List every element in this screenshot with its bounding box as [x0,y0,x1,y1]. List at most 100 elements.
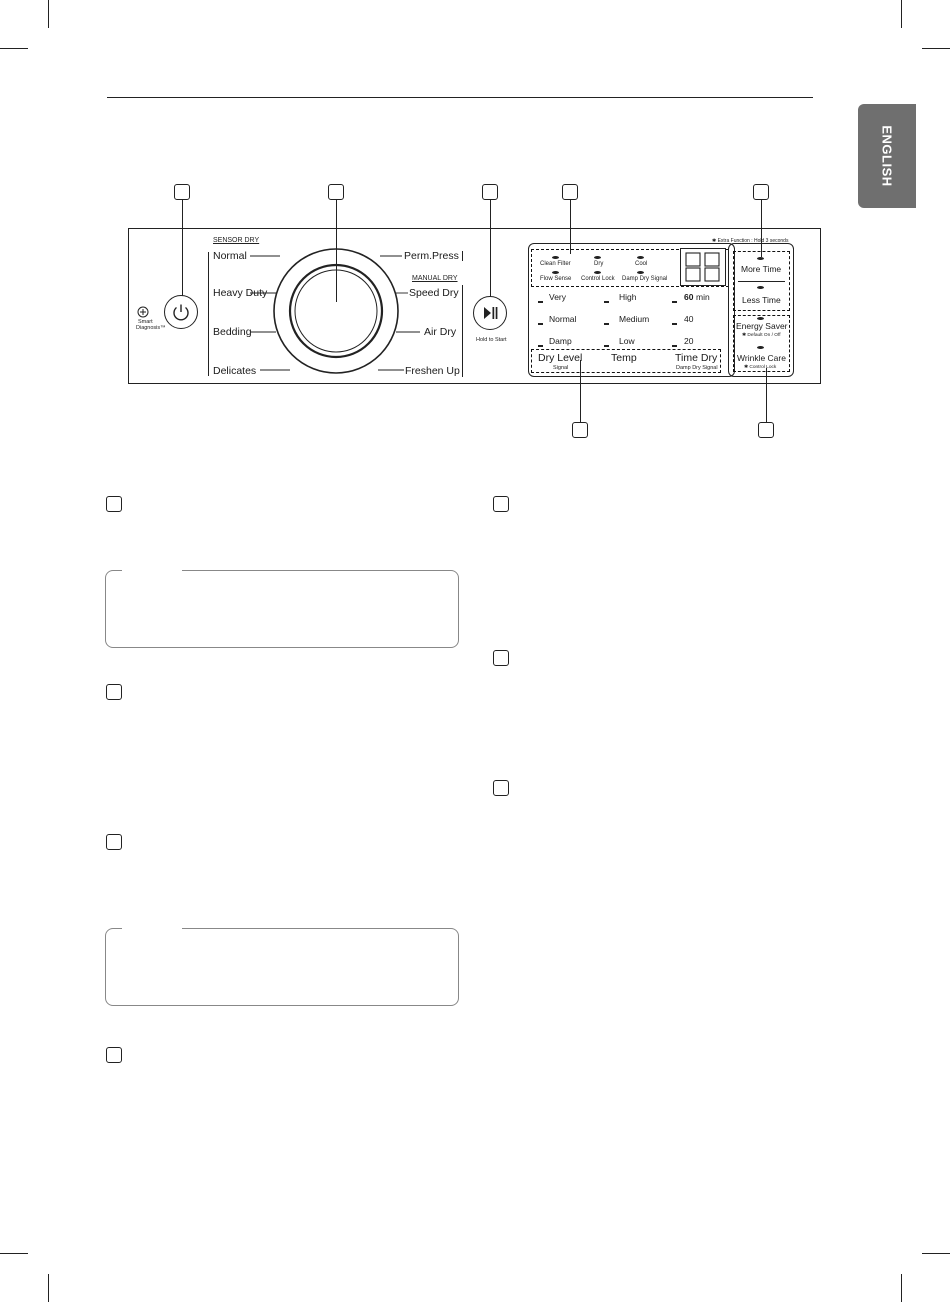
cycle-delicates[interactable]: Delicates [213,365,257,377]
cycle-perm-press[interactable]: Perm.Press [404,250,459,262]
energy-wrinkle-group [733,315,790,372]
leader-line [570,200,571,254]
smart-diagnosis-label: Diagnosis™ [136,325,166,331]
time-dry-button[interactable]: Time Dry [675,352,718,364]
power-button[interactable] [164,295,198,329]
leader-line [490,200,491,300]
dash [672,323,677,325]
crop-mark [48,0,49,28]
more-time-button[interactable]: More Time [741,264,782,274]
callout-start-pause [482,184,498,200]
header-rule [107,97,813,98]
dash [604,323,609,325]
control-panel [128,228,821,384]
crop-mark [922,1253,950,1254]
manual-dry-bracket [462,285,463,377]
callout-status-indicators [562,184,578,200]
description-marker [493,650,509,666]
led-less-time [757,286,764,289]
temp-medium: Medium [619,314,650,324]
description-marker [106,684,122,700]
led-control-lock [594,271,601,274]
leader-line [336,200,337,302]
cycle-speed-dry[interactable]: Speed Dry [409,287,459,299]
right-button-panel [728,243,794,377]
wrinkle-care-button[interactable]: Wrinkle Care [737,353,786,363]
language-tab-label: ENGLISH [879,125,895,187]
dash [604,301,609,303]
callout-energy-wrinkle [758,422,774,438]
dash [538,301,543,303]
wrinkle-care-sub-label: ✱ Control Lock [744,365,777,370]
temp-high: High [619,292,637,302]
dash [672,301,677,303]
description-marker [106,1047,122,1063]
description-marker [106,834,122,850]
option-buttons-group [531,349,721,373]
note-box [105,568,459,648]
crop-mark [901,0,902,28]
time-60: 60 [684,292,694,302]
cycle-selector-knob[interactable] [250,246,420,376]
dry-level-very: Very [549,292,567,302]
start-pause-button[interactable] [473,296,507,330]
crop-mark [901,1274,902,1302]
time-unit: min [696,292,710,302]
note-box [105,926,459,1006]
callout-power [174,184,190,200]
power-icon [173,304,189,321]
indicator-cool: Cool [635,261,648,267]
energy-saver-sub-label: ✱ Default On / Off [742,333,781,338]
time-20: 20 [684,336,694,346]
temp-button[interactable]: Temp [611,352,637,364]
indicator-clean-filter: Clean Filter [540,261,571,267]
play-pause-icon [484,307,498,319]
digit-display: 88 [680,248,726,286]
damp-dry-signal-sub-label: Damp Dry Signal [676,365,718,371]
indicator-control-lock: Control Lock [581,276,615,282]
indicator-dry: Dry [594,261,604,267]
time-buttons-group [733,251,790,311]
crop-mark [0,48,28,49]
callout-more-less-time [753,184,769,200]
sensor-dry-label: SENSOR DRY [213,237,260,244]
digit-display-value: 88 [681,249,682,250]
hold-to-start-label: Hold to Start [476,337,507,343]
cycle-heavy-duty[interactable]: Heavy Duty [213,287,268,299]
callout-cycle-knob [328,184,344,200]
crop-mark [48,1274,49,1302]
dry-level-button[interactable]: Dry Level [538,352,583,364]
signal-sub-label: Signal [553,365,569,371]
language-tab: ENGLISH [858,104,916,208]
sensor-dry-bracket [208,252,209,376]
crop-mark [922,48,950,49]
indicator-damp-dry-signal: Damp Dry Signal [622,276,668,282]
dash [538,323,543,325]
led-energy-saver [757,317,764,320]
dash [538,345,543,347]
time-40: 40 [684,314,694,324]
cycle-normal[interactable]: Normal [213,250,247,262]
time-divider [738,281,785,282]
led-more-time [757,257,764,260]
crop-mark [0,1253,28,1254]
led-cool [637,256,644,259]
description-marker [106,496,122,512]
dry-level-damp: Damp [549,336,572,346]
less-time-button[interactable]: Less Time [742,295,781,305]
indicator-flow-sense: Flow Sense [540,276,572,282]
cycle-air-dry[interactable]: Air Dry [424,326,457,338]
led-dry [594,256,601,259]
dash [672,345,677,347]
perm-press-bracket [462,251,463,261]
cycle-bedding[interactable]: Bedding [213,326,252,338]
energy-saver-button[interactable]: Energy Saver [736,321,788,331]
dash [604,345,609,347]
led-flow-sense [552,271,559,274]
manual-dry-label: MANUAL DRY [412,275,458,282]
led-wrinkle-care [757,346,764,349]
leader-line [580,360,581,422]
smart-diagnosis-label: Smart [138,319,153,325]
leader-line [766,368,767,422]
cycle-freshen-up[interactable]: Freshen Up [405,365,460,377]
